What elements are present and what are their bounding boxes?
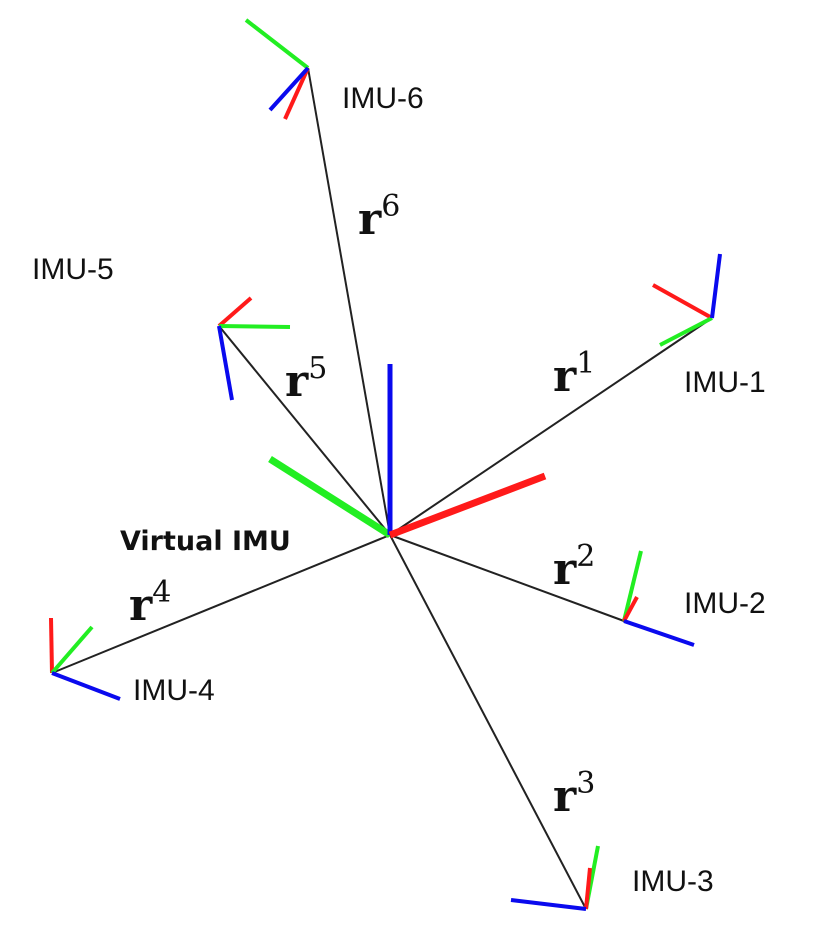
imu-4-label: IMU-4 <box>133 674 215 707</box>
imu-5-frame <box>217 296 291 401</box>
imu-5-x-axis <box>217 296 253 328</box>
vector-label-2: r2 <box>553 539 595 595</box>
imu-4-x-axis <box>49 617 54 674</box>
virtual-imu-frame <box>268 364 547 539</box>
vector-line-5 <box>218 325 391 536</box>
imu-2-y-axis <box>622 550 643 622</box>
vector-symbol: r <box>285 356 309 407</box>
imu-6-x-axis <box>283 67 310 120</box>
vector-label-6: r6 <box>358 189 400 245</box>
imu-1-label: IMU-1 <box>684 366 766 399</box>
imu-5-y-axis <box>218 324 291 329</box>
virtual-imu-label: Virtual IMU <box>120 526 291 557</box>
imu-6-y-axis <box>244 18 310 70</box>
vector-symbol: r <box>553 771 577 822</box>
imu-2-x-axis <box>622 596 639 622</box>
position-vectors <box>51 67 713 910</box>
imu-5-label: IMU-5 <box>32 253 114 286</box>
vector-index: 6 <box>381 189 400 224</box>
vector-index: 1 <box>576 346 595 381</box>
imu-1-z-axis <box>710 253 722 319</box>
vector-line-6 <box>307 67 391 536</box>
imu-3-frame <box>510 845 600 911</box>
vector-index: 4 <box>152 575 171 610</box>
imu-4-z-axis <box>51 671 121 701</box>
vector-label-4: r4 <box>129 575 171 631</box>
vector-labels: r1 r2 r3 r4 r5 r6 <box>129 189 595 822</box>
vector-label-5: r5 <box>285 351 327 407</box>
vector-line-3 <box>389 534 587 910</box>
virtual-x-axis <box>388 472 547 539</box>
imu-4-frame <box>49 617 121 701</box>
vector-symbol: r <box>553 544 577 595</box>
imu-3-x-axis <box>584 867 592 910</box>
vector-line-2 <box>389 534 625 622</box>
imu-1-frame <box>652 253 722 347</box>
imu-4-y-axis <box>50 625 94 675</box>
imu-1-x-axis <box>652 283 713 320</box>
imu-6-z-axis <box>268 66 310 112</box>
imu-5-z-axis <box>217 325 234 401</box>
vector-index: 3 <box>576 766 595 801</box>
imu-3-z-axis <box>510 898 587 911</box>
vector-index: 5 <box>308 351 327 386</box>
vector-label-3: r3 <box>553 766 595 822</box>
imu-2-z-axis <box>623 619 695 647</box>
vector-line-1 <box>389 317 713 536</box>
imu-2-label: IMU-2 <box>684 587 766 620</box>
imu-6-label: IMU-6 <box>342 82 424 115</box>
vector-symbol: r <box>553 351 577 402</box>
imu-1-y-axis <box>659 316 713 347</box>
imu-labels: IMU-1 IMU-2 IMU-3 IMU-4 IMU-5 IMU-6 Virt… <box>32 82 766 898</box>
vector-index: 2 <box>576 539 595 574</box>
virtual-y-axis <box>268 456 392 538</box>
imu-6-frame <box>244 18 310 120</box>
imu-2-frame <box>622 550 695 647</box>
vector-symbol: r <box>129 580 153 631</box>
vector-symbol: r <box>358 194 382 245</box>
vector-label-1: r1 <box>553 346 595 402</box>
vector-line-4 <box>51 534 391 674</box>
imu-3-label: IMU-3 <box>632 865 714 898</box>
